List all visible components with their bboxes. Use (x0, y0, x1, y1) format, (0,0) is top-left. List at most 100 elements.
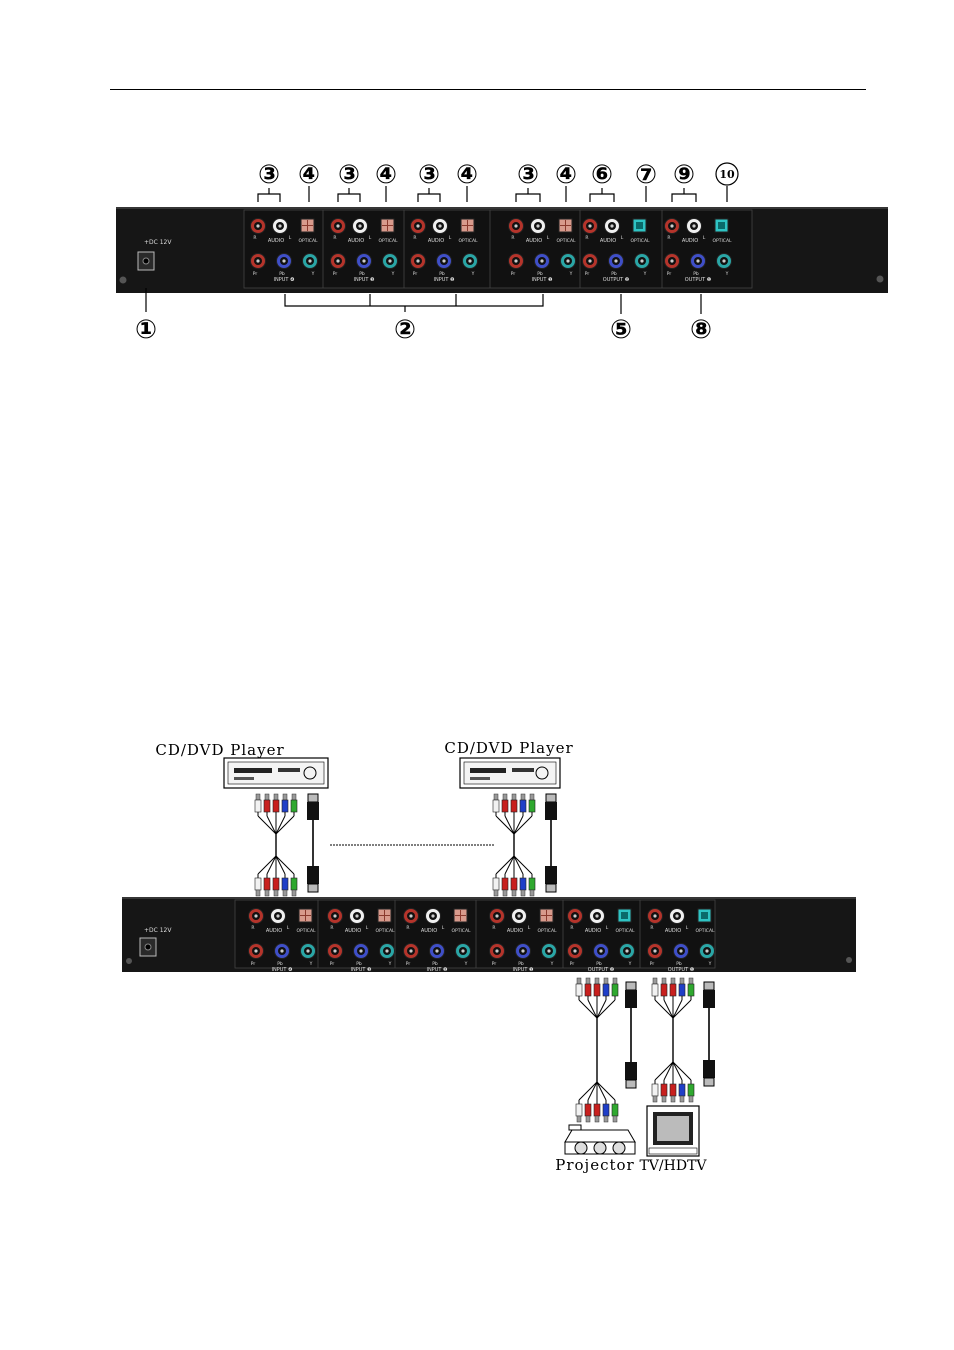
label-pr: Pr (492, 961, 497, 967)
label-audio: AUDIO (600, 238, 616, 244)
label-optical: OPTICAL (458, 238, 478, 244)
label-y: Y (569, 271, 573, 277)
projector-label: Projector (555, 1156, 634, 1174)
label-audio: AUDIO (348, 238, 364, 244)
header-rule (110, 89, 866, 90)
label-audio: AUDIO (507, 928, 523, 934)
group-name-label: INPUT ❷ (426, 967, 447, 973)
callout-3: ③ (258, 160, 280, 190)
group-name-label: INPUT ❸ (353, 277, 374, 283)
label-pb: Pb (693, 271, 699, 277)
screw (119, 276, 127, 284)
label-pb: Pb (439, 271, 445, 277)
label-y: Y (391, 271, 395, 277)
callout-5: ⑤ (610, 315, 632, 344)
source-2-bottom-plugs (519, 874, 527, 897)
source-label-2: CD/DVD Player (444, 739, 573, 757)
label-l: L (287, 925, 290, 931)
callout-9: ⑨ (673, 160, 695, 190)
callout-6: ⑥ (591, 160, 613, 190)
projector-top-plugs (602, 977, 610, 1000)
label-r: R (333, 235, 336, 241)
callout-8: ⑧ (690, 315, 712, 344)
label-audio: AUDIO (266, 928, 282, 934)
label-y: Y (471, 271, 475, 277)
label-y: Y (725, 271, 729, 277)
label-pb: Pb (279, 271, 285, 277)
projector-bottom-plugs (611, 1100, 619, 1123)
label-pr: Pr (413, 271, 418, 277)
label-pb: Pb (359, 271, 365, 277)
tv-bottom-plugs (651, 1080, 659, 1103)
label-optical: OPTICAL (375, 928, 395, 934)
label-audio: AUDIO (585, 928, 601, 934)
projector-top-plugs (584, 977, 592, 1000)
label-pr: Pr (667, 271, 672, 277)
tv-label: TV/HDTV (639, 1158, 707, 1174)
callout-3: ③ (517, 160, 539, 190)
projector-cable (578, 999, 616, 1101)
tv-bottom-plugs (687, 1080, 695, 1103)
screw (846, 957, 852, 963)
projector-bottom-plugs (575, 1100, 583, 1123)
label-optical: OPTICAL (296, 928, 316, 934)
callout-10: 10 (719, 168, 735, 181)
group-name-label: INPUT ❶ (531, 277, 553, 283)
group-name-label: OUTPUT ❷ (588, 967, 614, 973)
tv-bottom-plugs (660, 1080, 668, 1103)
label-audio: AUDIO (682, 238, 698, 244)
callout-lines (145, 186, 728, 314)
source-1-top-plugs (281, 793, 289, 816)
source-2-bottom-plugs (510, 874, 518, 897)
tv-svideo (703, 981, 715, 1087)
label-y: Y (309, 961, 313, 967)
label-pb: Pb (611, 271, 617, 277)
label-r: R (511, 235, 514, 241)
power-label: +DC 12V (144, 239, 172, 246)
label-y: Y (708, 961, 712, 967)
tv-top-plugs (651, 977, 659, 1000)
source-1-top-plugs (290, 793, 298, 816)
label-pr: Pr (585, 271, 590, 277)
projector-icon (564, 1124, 636, 1155)
label-pr: Pr (650, 961, 655, 967)
label-l: L (606, 925, 609, 931)
label-r: R (570, 925, 573, 931)
callout-4: ④ (375, 160, 397, 190)
projector-top-plugs (593, 977, 601, 1000)
label-audio: AUDIO (428, 238, 444, 244)
group-name-label: INPUT ❹ (273, 277, 294, 283)
tv-top-plugs (669, 977, 677, 1000)
tv-cable (654, 999, 692, 1081)
cd-dvd-player-2 (459, 757, 561, 789)
source-1-svideo (307, 793, 319, 893)
label-optical: OPTICAL (451, 928, 471, 934)
source-1-bottom-plugs (254, 874, 262, 897)
group-name-label: OUTPUT ❷ (603, 277, 629, 283)
callout-4: ④ (555, 160, 577, 190)
source-2-top-plugs (528, 793, 536, 816)
label-y: Y (550, 961, 554, 967)
cd-dvd-player-1 (223, 757, 329, 789)
power-label: +DC 12V (144, 927, 172, 934)
callout-1: ① (135, 315, 157, 344)
label-l: L (547, 235, 550, 241)
callout-4: ④ (298, 160, 320, 190)
label-audio: AUDIO (421, 928, 437, 934)
callout-2: ② (394, 315, 416, 344)
label-y: Y (388, 961, 392, 967)
label-l: L (449, 235, 452, 241)
label-audio: AUDIO (345, 928, 361, 934)
source-1-bottom-plugs (281, 874, 289, 897)
label-optical: OPTICAL (630, 238, 650, 244)
